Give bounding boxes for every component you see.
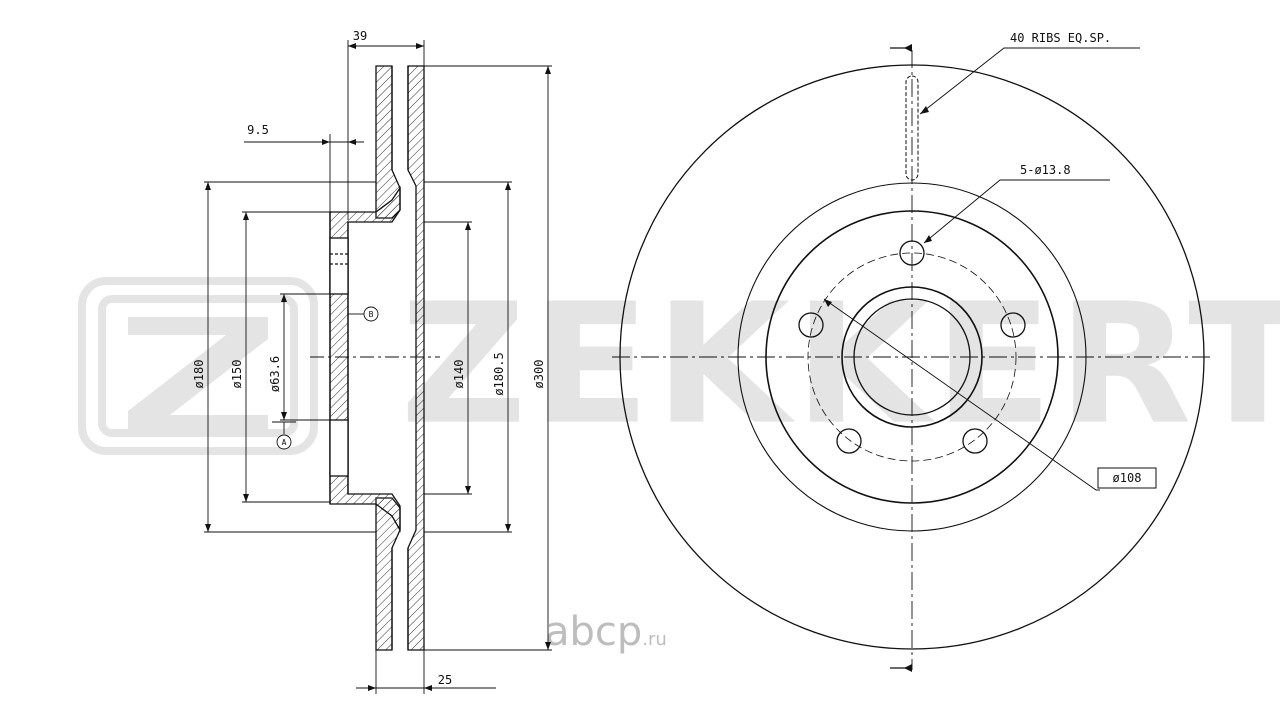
section-view (310, 65, 440, 651)
dim-hat-outer: ø180 (192, 360, 206, 389)
dim-hat-inner: ø150 (230, 360, 244, 389)
front-view (612, 47, 1214, 670)
friction-plate-right (407, 65, 425, 651)
note-ribs: 40 RIBS EQ.SP. (1010, 31, 1111, 45)
note-holes: 5-ø13.8 (1020, 163, 1071, 177)
pcd-box (1097, 467, 1157, 489)
bolt-hole (798, 312, 824, 338)
datum-b-marker (363, 306, 379, 322)
site-watermark: abcp.ru (545, 612, 667, 652)
datum-a-label: A (282, 438, 287, 447)
datum-a-marker (276, 434, 292, 450)
dim-disc-thickness: 25 (438, 673, 452, 687)
bolt-hole (962, 428, 988, 454)
dimension-arrows (205, 43, 551, 691)
datum-b-label: B (369, 310, 374, 319)
zekkert-logo-icon (78, 277, 318, 455)
dim-vent: ø180.5 (492, 352, 506, 395)
site-watermark-suffix: .ru (642, 629, 667, 650)
bolt-hole (1000, 312, 1026, 338)
dim-hat-thickness: 9.5 (247, 123, 269, 137)
front-arrows (824, 44, 932, 672)
site-watermark-name: abcp (545, 609, 643, 655)
dim-bore: ø63.6 (268, 356, 282, 392)
bolt-hole (836, 428, 862, 454)
dim-outer: ø300 (532, 360, 546, 389)
dim-width-total: 39 (353, 29, 367, 43)
note-pcd: ø108 (1113, 471, 1142, 485)
dim-inner-face: ø140 (452, 360, 466, 389)
